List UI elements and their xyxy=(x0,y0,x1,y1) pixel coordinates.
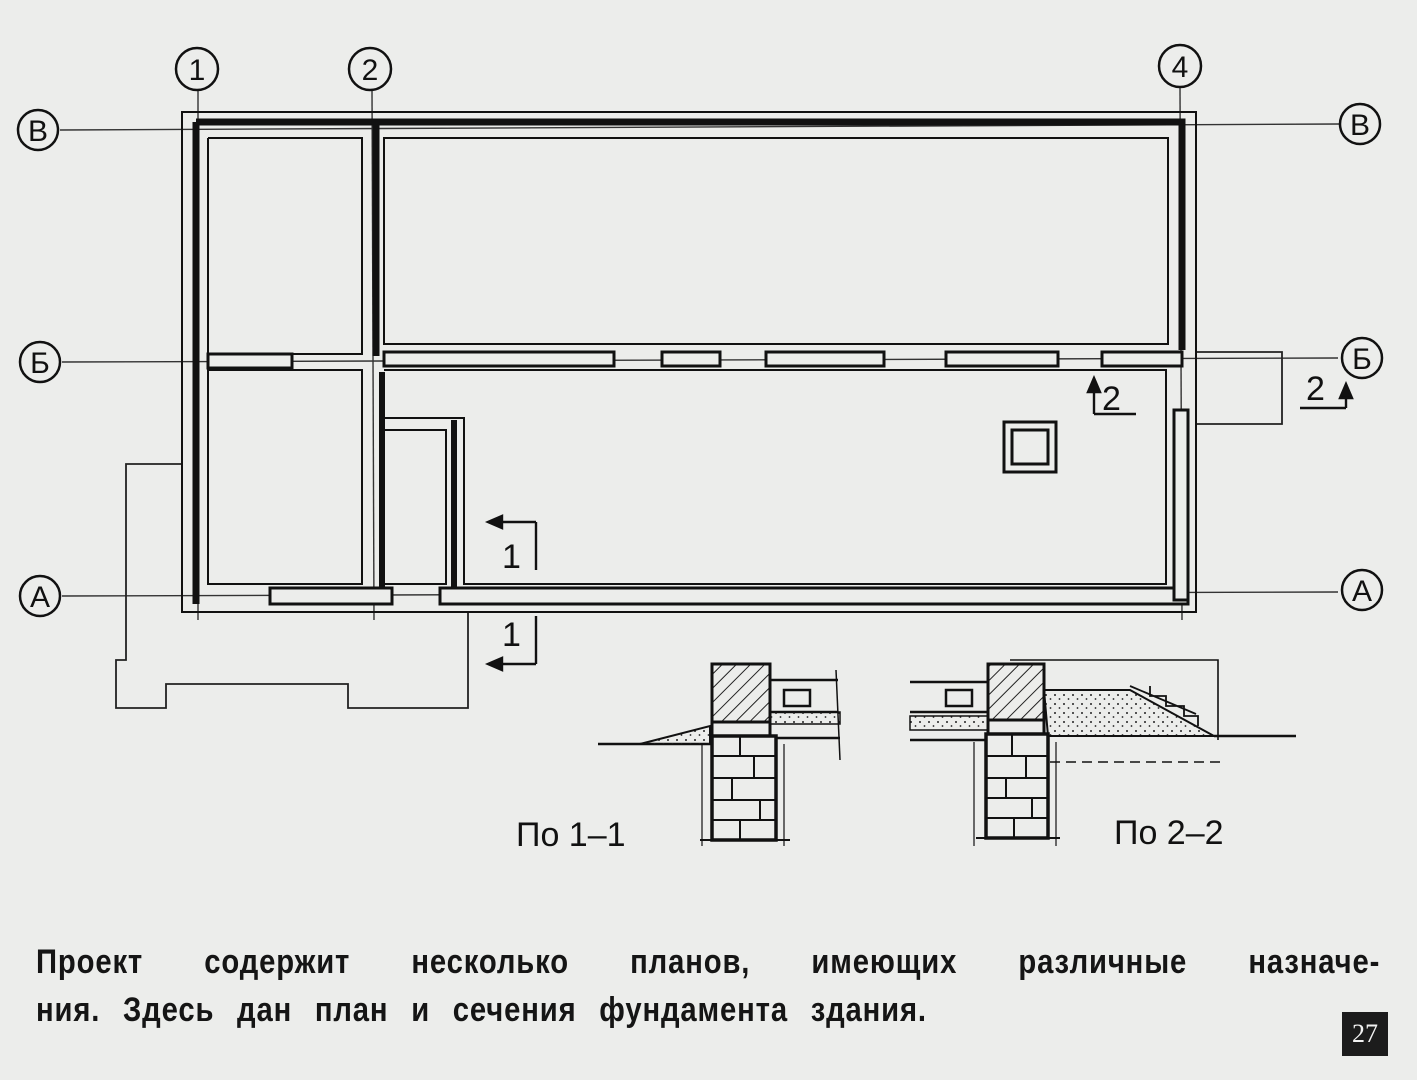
cut-marker-2-right: 2 xyxy=(1300,370,1354,410)
cut-label-1-top: 1 xyxy=(502,538,521,576)
axis-bubble-v-right: В xyxy=(1338,102,1382,146)
axis-bubble-b-left: Б xyxy=(18,340,62,384)
cut-marker-1-bottom: 1 xyxy=(484,616,538,672)
axis-label-b-left: Б xyxy=(30,347,50,380)
axis-bubble-4: 4 xyxy=(1157,43,1203,89)
section-1-1-drawing xyxy=(598,662,841,846)
caption-line-1: Проект содержит несколько планов, имеющи… xyxy=(36,943,1381,981)
page-number: 27 xyxy=(1342,1012,1388,1056)
axis-label-2: 2 xyxy=(362,54,379,87)
cut-label-1-bottom: 1 xyxy=(502,616,521,654)
foundation-strips-a xyxy=(268,408,1190,606)
caption-line-2: ния. Здесь дан план и сечения фундамента… xyxy=(36,991,927,1029)
axis-label-a-left: А xyxy=(30,581,50,614)
axis-bubble-2: 2 xyxy=(347,46,393,92)
axis-label-v-left: В xyxy=(28,115,48,148)
cut-label-2-left: 2 xyxy=(1102,380,1121,418)
section-1-1-label: По 1–1 xyxy=(516,816,626,854)
axis-label-1: 1 xyxy=(189,54,206,87)
axis-bubble-v-left: В xyxy=(16,108,60,152)
foundation-strips-b xyxy=(206,350,1184,370)
axis-bubble-a-right: А xyxy=(1340,568,1384,612)
axis-label-4: 4 xyxy=(1172,51,1189,84)
cut-label-2-right: 2 xyxy=(1306,370,1325,408)
axis-label-a-right: А xyxy=(1352,575,1372,608)
caption: Проект содержит несколько планов, имеющи… xyxy=(36,938,1379,1034)
section-2-2-drawing xyxy=(909,659,1296,846)
cut-marker-1-top: 1 xyxy=(484,514,538,576)
axis-label-b-right: Б xyxy=(1352,343,1372,376)
axis-label-v-right: В xyxy=(1350,109,1370,142)
cut-marker-2-left: 2 xyxy=(1086,374,1136,418)
porch-outline xyxy=(115,351,1283,709)
axis-bubble-b-right: Б xyxy=(1340,336,1384,380)
axis-bubble-a-left: А xyxy=(18,574,62,618)
section-2-2-label: По 2–2 xyxy=(1114,814,1224,852)
column-footing xyxy=(1002,420,1058,474)
axis-bubble-1: 1 xyxy=(174,46,220,92)
